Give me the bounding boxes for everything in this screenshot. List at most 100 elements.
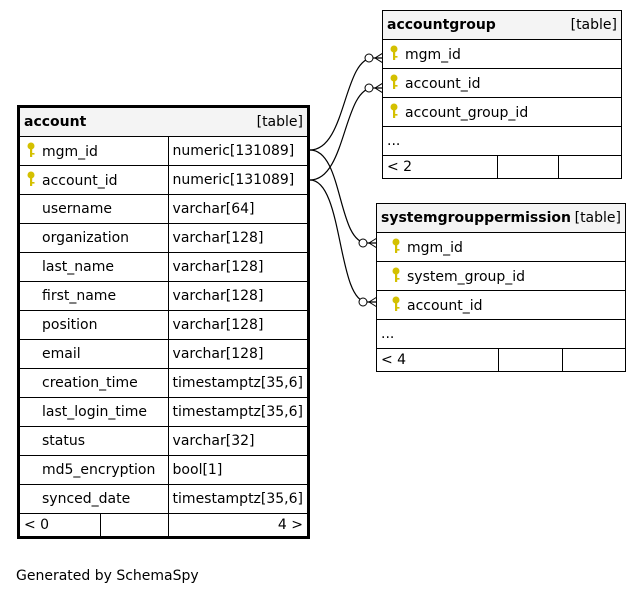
table-footer: < 2 bbox=[382, 155, 622, 179]
optional-marker bbox=[358, 238, 368, 248]
more-columns: ... bbox=[376, 319, 626, 349]
primary-key-icon bbox=[387, 74, 401, 92]
more-columns: ... bbox=[382, 126, 622, 156]
primary-key-icon bbox=[24, 171, 38, 189]
column-row: organization varchar[128] bbox=[18, 223, 310, 253]
column-name: system_group_id bbox=[407, 269, 526, 285]
column-name: creation_time bbox=[42, 375, 138, 391]
primary-key-icon bbox=[387, 103, 401, 121]
primary-key-icon bbox=[387, 45, 401, 63]
table-type: [table] bbox=[570, 17, 617, 33]
column-name: mgm_id bbox=[407, 240, 463, 256]
column-name-cell[interactable]: account_id bbox=[18, 165, 169, 195]
column-name-cell[interactable]: last_name bbox=[18, 252, 169, 282]
column-name-cell[interactable]: username bbox=[18, 194, 169, 224]
table-header: accountgroup [table] bbox=[382, 10, 622, 40]
column-name: mgm_id bbox=[42, 144, 98, 160]
column-name: organization bbox=[42, 230, 130, 246]
primary-key-icon bbox=[389, 296, 403, 314]
column-name-cell[interactable]: email bbox=[18, 339, 169, 369]
column-name-cell[interactable]: md5_encryption bbox=[18, 455, 169, 485]
column-name: position bbox=[42, 317, 98, 333]
column-row: account_id bbox=[376, 290, 626, 320]
table-name[interactable]: accountgroup bbox=[387, 17, 496, 33]
column-row: status varchar[32] bbox=[18, 426, 310, 456]
table-name[interactable]: account bbox=[24, 114, 87, 130]
column-name: account_group_id bbox=[405, 105, 529, 121]
column-type: varchar[32] bbox=[167, 426, 310, 456]
column-name-cell[interactable]: last_login_time bbox=[18, 397, 169, 427]
column-name: md5_encryption bbox=[42, 462, 156, 478]
footer-spacer bbox=[99, 513, 169, 538]
column-name: mgm_id bbox=[405, 47, 461, 63]
column-name: last_login_time bbox=[42, 404, 147, 420]
footer-spacer bbox=[497, 155, 559, 179]
table-type: [table] bbox=[574, 210, 621, 226]
table-footer: < 4 bbox=[376, 348, 626, 372]
column-name-cell[interactable]: system_group_id bbox=[376, 261, 626, 291]
column-type: varchar[128] bbox=[167, 310, 310, 340]
column-name: last_name bbox=[42, 259, 114, 275]
primary-key-icon bbox=[389, 238, 403, 256]
column-name-cell[interactable]: account_id bbox=[376, 290, 626, 320]
column-name: account_id bbox=[407, 298, 483, 314]
column-row: email varchar[128] bbox=[18, 339, 310, 369]
column-type: timestamptz[35,6] bbox=[167, 484, 310, 514]
parents-count: < 2 bbox=[382, 155, 498, 179]
many-marker bbox=[374, 52, 384, 64]
footer-spacer bbox=[562, 348, 626, 372]
column-name-cell[interactable]: mgm_id bbox=[376, 232, 626, 262]
many-marker bbox=[368, 296, 378, 308]
column-row: position varchar[128] bbox=[18, 310, 310, 340]
table-type: [table] bbox=[256, 114, 303, 130]
table-footer: < 0 4 > bbox=[18, 513, 310, 538]
optional-marker bbox=[364, 53, 374, 63]
column-type: varchar[128] bbox=[167, 339, 310, 369]
relationship-line bbox=[309, 87, 383, 181]
column-name-cell[interactable]: organization bbox=[18, 223, 169, 253]
column-type: varchar[128] bbox=[167, 223, 310, 253]
column-row: system_group_id bbox=[376, 261, 626, 291]
primary-key-icon bbox=[389, 267, 403, 285]
column-row: md5_encryption bool[1] bbox=[18, 455, 310, 485]
column-type: bool[1] bbox=[167, 455, 310, 485]
column-row: mgm_id bbox=[382, 39, 622, 69]
column-name: status bbox=[42, 433, 86, 449]
column-name-cell[interactable]: status bbox=[18, 426, 169, 456]
column-name: account_id bbox=[42, 173, 118, 189]
column-name-cell[interactable]: synced_date bbox=[18, 484, 169, 514]
column-name-cell[interactable]: account_id bbox=[382, 68, 622, 98]
column-row: account_id bbox=[382, 68, 622, 98]
column-type: timestamptz[35,6] bbox=[167, 397, 310, 427]
column-name-cell[interactable]: first_name bbox=[18, 281, 169, 311]
column-name-cell[interactable]: mgm_id bbox=[382, 39, 622, 69]
column-type: varchar[128] bbox=[167, 281, 310, 311]
column-name-cell[interactable]: mgm_id bbox=[18, 136, 169, 166]
column-name-cell[interactable]: creation_time bbox=[18, 368, 169, 398]
column-name: account_id bbox=[405, 76, 481, 92]
column-name-cell[interactable]: account_group_id bbox=[382, 97, 622, 127]
column-name: synced_date bbox=[42, 491, 131, 507]
column-name: email bbox=[42, 346, 81, 362]
column-row: last_login_time timestamptz[35,6] bbox=[18, 397, 310, 427]
column-type: numeric[131089] bbox=[167, 165, 310, 195]
column-row: last_name varchar[128] bbox=[18, 252, 310, 282]
table-header: systemgrouppermission [table] bbox=[376, 203, 626, 233]
column-name: first_name bbox=[42, 288, 117, 304]
table-name[interactable]: systemgrouppermission bbox=[381, 210, 571, 226]
column-row: mgm_id bbox=[376, 232, 626, 262]
column-name-cell[interactable]: position bbox=[18, 310, 169, 340]
column-row: synced_date timestamptz[35,6] bbox=[18, 484, 310, 514]
column-type: varchar[128] bbox=[167, 252, 310, 282]
table-header: account [table] bbox=[18, 106, 309, 137]
column-type: timestamptz[35,6] bbox=[167, 368, 310, 398]
parents-count: < 0 bbox=[18, 513, 101, 538]
primary-key-icon bbox=[24, 142, 38, 160]
column-type: varchar[64] bbox=[167, 194, 310, 224]
